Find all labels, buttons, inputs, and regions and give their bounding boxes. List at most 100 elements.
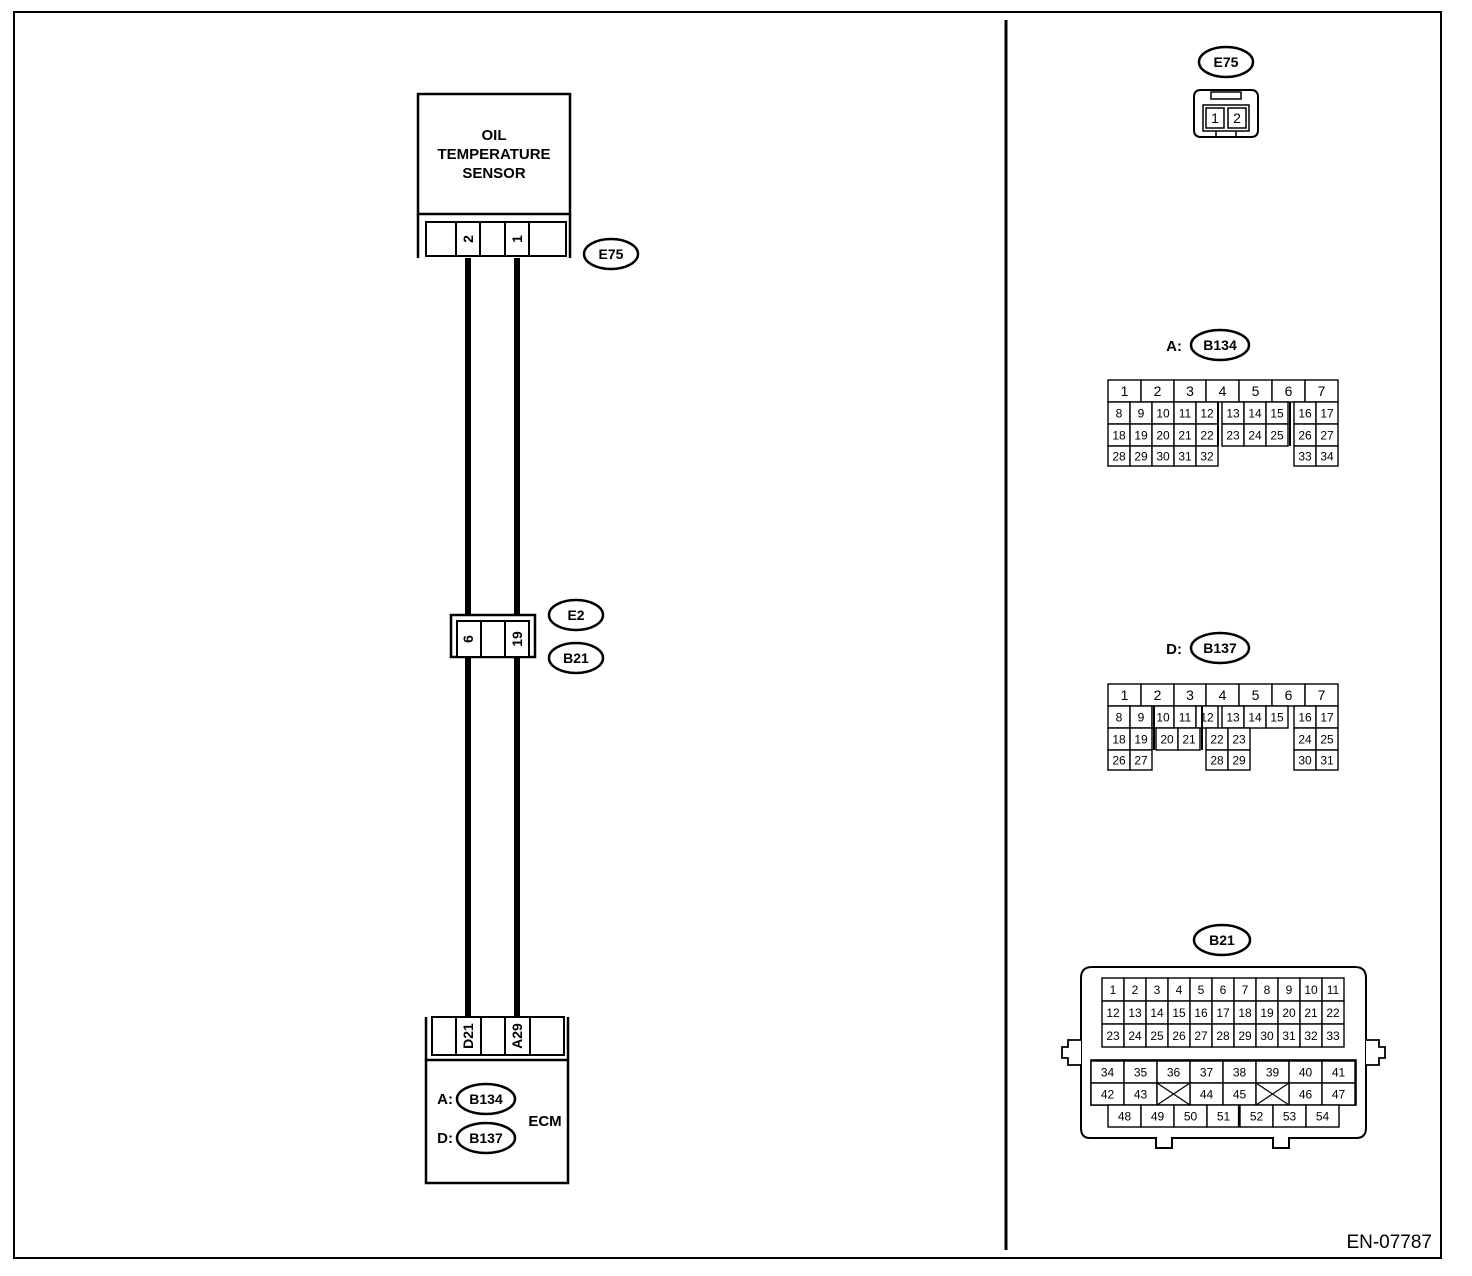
- pin-cavity-b21-49: 49: [1140, 1104, 1175, 1128]
- pin-number: 45: [1233, 1087, 1247, 1101]
- pin-cavity-view-b137-29: 29: [1227, 749, 1251, 771]
- pin-number: 4: [1176, 983, 1183, 997]
- pin-cavity-view-b137-11: 11: [1173, 705, 1197, 729]
- pin-number: 13: [1226, 406, 1240, 420]
- pin-cavity-b21-30: 30: [1255, 1023, 1279, 1048]
- pin-number: 18: [1238, 1006, 1252, 1020]
- pin-cavity-b21-47: 47: [1321, 1082, 1356, 1106]
- pin-number: 6: [1220, 983, 1227, 997]
- pin-number: 48: [1118, 1109, 1132, 1123]
- blank-cavity: [1255, 1082, 1290, 1106]
- pin-cavity-b21-45: 45: [1222, 1082, 1257, 1106]
- ecm-pin-a29: A29: [509, 1023, 525, 1049]
- pin-number: 4: [1219, 383, 1227, 399]
- pin-cavity-view-b134-4: 4: [1205, 379, 1240, 403]
- pin-cavity-b21-9: 9: [1277, 977, 1301, 1002]
- pin-number: 9: [1138, 710, 1145, 724]
- pin-cavity-b21-39: 39: [1255, 1060, 1290, 1084]
- pin-cavity-b21-26: 26: [1167, 1023, 1191, 1048]
- pin-number: 30: [1260, 1029, 1274, 1043]
- pin-cavity-b21-33: 33: [1321, 1023, 1345, 1048]
- pin-cavity-b21-12: 12: [1101, 1000, 1125, 1025]
- pin-number: 2: [1154, 383, 1162, 399]
- pin-number: 32: [1304, 1029, 1318, 1043]
- pin-number: 51: [1217, 1109, 1231, 1123]
- pin-number: 8: [1116, 406, 1123, 420]
- pin-number: 28: [1112, 449, 1126, 463]
- pin-number: 36: [1167, 1065, 1181, 1079]
- pin-number: 13: [1128, 1006, 1142, 1020]
- pin-cavity-view-b137-14: 14: [1243, 705, 1267, 729]
- pin-number: 25: [1320, 732, 1334, 746]
- pin-number: 22: [1326, 1006, 1340, 1020]
- pin-cavity-view-b134-34: 34: [1315, 445, 1339, 467]
- pin-number: 8: [1116, 710, 1123, 724]
- pin-cavity-view-b134-1: 1: [1107, 379, 1142, 403]
- pin-number: 39: [1266, 1065, 1280, 1079]
- pin-cavity-view-b134-23: 23: [1221, 423, 1245, 447]
- pin-cavity-view-b134-29: 29: [1129, 445, 1153, 467]
- b137-id: B137: [1203, 640, 1237, 656]
- pin-cavity-b21-21: 21: [1299, 1000, 1323, 1025]
- pin-number: 35: [1134, 1065, 1148, 1079]
- pin-cavity-b21-53: 53: [1272, 1104, 1307, 1128]
- pin-number: 23: [1232, 732, 1246, 746]
- pin-cavity-view-b134-20: 20: [1151, 423, 1175, 447]
- pin-cavity-view-b134-16: 16: [1293, 401, 1317, 425]
- pin-number: 38: [1233, 1065, 1247, 1079]
- pin-number: 9: [1138, 406, 1145, 420]
- pin-number: 22: [1200, 428, 1214, 442]
- pin-number: 3: [1154, 983, 1161, 997]
- pin-number: 1: [1121, 687, 1129, 703]
- pin-number: 14: [1150, 1006, 1164, 1020]
- pin-number: 26: [1298, 428, 1312, 442]
- pin-cavity-b21-8: 8: [1255, 977, 1279, 1002]
- intermediate-connector: 6 19: [449, 613, 537, 659]
- pin-cavity-b21-4: 4: [1167, 977, 1191, 1002]
- pin-number: 18: [1112, 732, 1126, 746]
- svg-text:E2: E2: [567, 607, 584, 623]
- pin-number: 17: [1216, 1006, 1230, 1020]
- pin-cavity-b21-24: 24: [1123, 1023, 1147, 1048]
- pin-cavity-b21-5: 5: [1189, 977, 1213, 1002]
- pin-number: 6: [1285, 383, 1293, 399]
- e75-cavity-1: 1: [1211, 110, 1219, 126]
- pin-cavity-view-b137-28: 28: [1205, 749, 1229, 771]
- pin-number: 19: [1260, 1006, 1274, 1020]
- pin-cavity-view-b134-2: 2: [1140, 379, 1175, 403]
- pin-cavity-b21-17: 17: [1211, 1000, 1235, 1025]
- pin-cavity-view-b137-6: 6: [1271, 683, 1306, 707]
- pin-cavity-view-b134-13: 13: [1221, 401, 1245, 425]
- pin-number: 12: [1200, 710, 1214, 724]
- pin-cavity-b21-16: 16: [1189, 1000, 1213, 1025]
- pin-number: 8: [1264, 983, 1271, 997]
- ecm-block: D21 A29 A: B134 D: B137 ECM: [424, 1016, 570, 1185]
- pin-cavity-view-b137-13: 13: [1221, 705, 1245, 729]
- connector-tag-b21: B21: [547, 641, 605, 675]
- pin-number: 14: [1248, 710, 1262, 724]
- pin-cavity-b21-1: 1: [1101, 977, 1125, 1002]
- pin-number: 50: [1184, 1109, 1198, 1123]
- pin-number: 21: [1178, 428, 1192, 442]
- pin-number: 2: [1132, 983, 1139, 997]
- ecm-label: ECM: [528, 1113, 561, 1130]
- pin-cavity-b21-34: 34: [1090, 1060, 1125, 1084]
- pin-cavity-view-b134-17: 17: [1315, 401, 1339, 425]
- pin-number: 7: [1318, 383, 1326, 399]
- pin-cavity-view-b137-15: 15: [1265, 705, 1289, 729]
- pin-number: 28: [1216, 1029, 1230, 1043]
- pin-number: 11: [1179, 710, 1192, 724]
- pin-number: 16: [1298, 406, 1312, 420]
- connector-tag-e2: E2: [547, 598, 605, 632]
- pin-number: 27: [1320, 428, 1334, 442]
- pin-cavity-view-b137-31: 31: [1315, 749, 1339, 771]
- pin-number: 24: [1248, 428, 1262, 442]
- pin-number: 41: [1332, 1065, 1346, 1079]
- pin-cavity-view-b134-10: 10: [1151, 401, 1175, 425]
- connector-view-e75-id: E75: [1214, 54, 1239, 70]
- pin-cavity-b21-32: 32: [1299, 1023, 1323, 1048]
- pin-number: 22: [1210, 732, 1224, 746]
- pin-cavity-view-b134-26: 26: [1293, 423, 1317, 447]
- pin-number: 34: [1320, 449, 1334, 463]
